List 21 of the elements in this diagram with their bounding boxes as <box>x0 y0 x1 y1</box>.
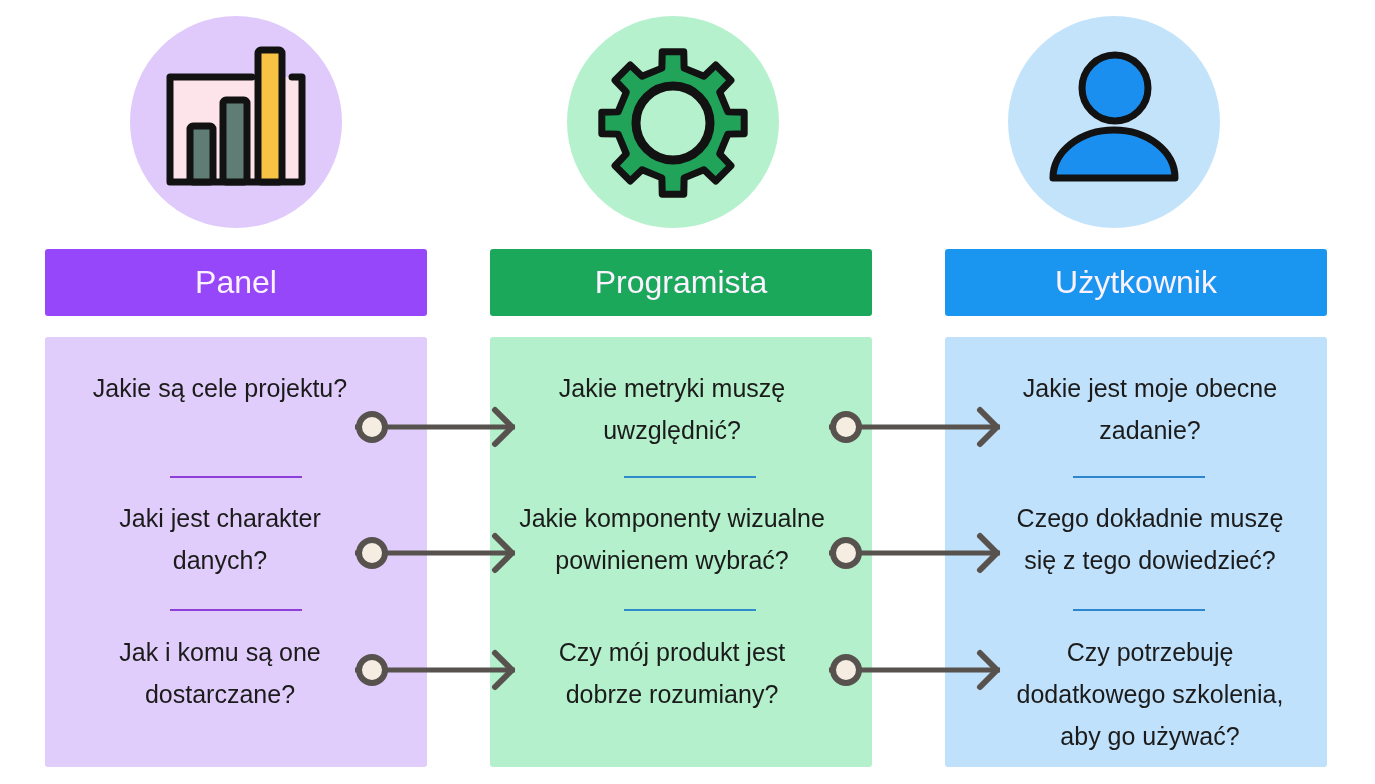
question-text: Jakie są cele projektu? <box>85 367 355 441</box>
question-text: Czego dokładnie muszę się z tego dowiedzieć? <box>1000 497 1300 581</box>
connector-arrow <box>355 650 515 690</box>
column-header: Programista <box>490 249 872 316</box>
column-panel <box>945 337 1327 767</box>
column-panel <box>490 337 872 767</box>
question-text: Jaki jest charakter danych? <box>85 497 355 581</box>
column-header: Użytkownik <box>945 249 1327 316</box>
question-text: Czy potrzebuję dodatkowego szkolenia, aby go używać? <box>1000 631 1300 757</box>
question-text: Jakie komponenty wizualne powinienem wybrać? <box>515 497 829 581</box>
question-text: Czy mój produkt jest dobrze rozumiany? <box>515 631 829 715</box>
question-text: Jakie metryki muszę uwzględnić? <box>515 367 829 451</box>
question-text: Jakie jest moje obecne zadanie? <box>1000 367 1300 451</box>
connector-arrow <box>829 533 1000 573</box>
question-text: Jak i komu są one dostarczane? <box>85 631 355 715</box>
connector-arrow <box>829 650 1000 690</box>
column-header: Panel <box>45 249 427 316</box>
connector-arrow <box>355 533 515 573</box>
connector-arrow <box>355 407 515 447</box>
column-panel <box>45 337 427 767</box>
connector-arrow <box>829 407 1000 447</box>
